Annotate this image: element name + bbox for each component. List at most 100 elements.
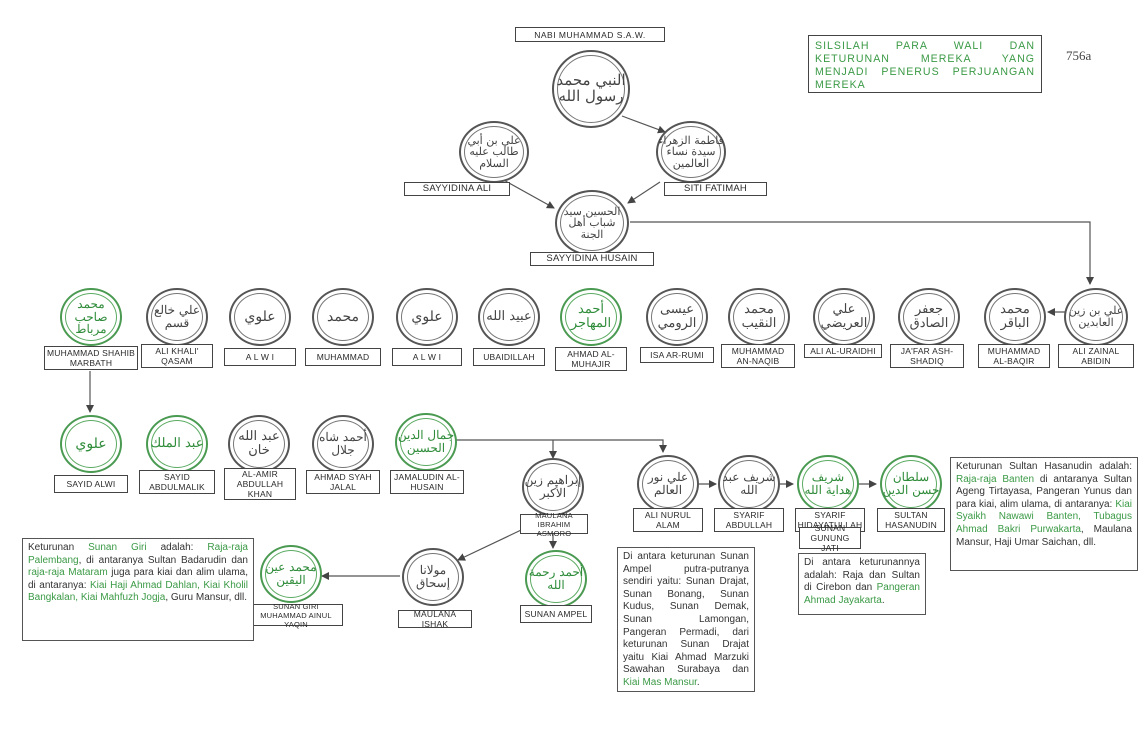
label-syarif-abdullah: SYARIF ABDULLAH — [714, 508, 784, 532]
seal-naqib-icon: محمد النقيب — [728, 288, 790, 346]
seal-text: محمد النقيب — [741, 302, 777, 331]
label-abdulmalik: SAYID ABDULMALIK — [139, 470, 215, 494]
seal-hasanudin-icon: سلطان حسن الدين — [880, 455, 942, 513]
seal-syah-jalal-icon: أحمد شاه جلال — [312, 415, 374, 473]
label-ali-nurul: ALI NURUL ALAM — [633, 508, 703, 532]
seal-text: شريف هداية الله — [804, 470, 852, 497]
seal-text: محمد الباقر — [1000, 302, 1030, 331]
seal-ishak-icon: مولانا إسحاق — [402, 548, 464, 606]
label-gunung-jati: SUNAN GUNUNG JATI — [799, 523, 861, 553]
label-ishak: MAULANA ISHAK — [398, 609, 472, 629]
label-hasanudin: SULTAN HASANUDIN — [877, 508, 945, 532]
label-muhammad: MUHAMMAD — [305, 348, 381, 366]
label-ibrahim: MAULANA IBRAHIM ASMORO — [520, 511, 588, 538]
seal-marbath-icon: محمد صاحب مرباط — [60, 288, 122, 346]
seal-text: علي العريضي — [820, 302, 868, 331]
seal-text: علوي — [244, 308, 276, 325]
seal-fatimah-icon: فاطمة الزهراء سيدة نساء العالمين — [656, 121, 726, 183]
label-jafar: JA'FAR ASH-SHADIQ — [890, 344, 964, 368]
seal-text: محمد عين اليقين — [265, 560, 317, 587]
seal-text: أحمد المهاجر — [570, 302, 612, 331]
seal-muhammad-icon: محمد — [312, 288, 374, 346]
label-ahmad-muhajir: AHMAD AL-MUHAJIR — [555, 347, 627, 371]
seal-text: فاطمة الزهراء سيدة نساء العالمين — [658, 133, 724, 170]
seal-text: جمال الدين الحسين — [397, 428, 455, 455]
note-sunan-giri: Keturunan Sunan Giri adalah: Raja-raja P… — [22, 538, 254, 641]
label-husain: SAYYIDINA HUSAIN — [530, 252, 654, 266]
label-nabi: NABI MUHAMMAD S.A.W. — [515, 27, 665, 42]
seal-alwi1-icon: علوي — [396, 288, 458, 346]
arrow-husain-zainal — [630, 221, 1094, 285]
chart-title: SILSILAH PARA WALI DAN KETURUNAN MEREKA … — [808, 35, 1042, 93]
label-abdullah-khan: AL-AMIR ABDULLAH KHAN — [224, 468, 296, 500]
label-ubaidillah: UBAIDILLAH — [473, 348, 545, 366]
seal-ali-icon: علي بن أبي طالب عليه السلام — [459, 121, 529, 183]
label-naqib: MUHAMMAD AN-NAQIB — [721, 344, 795, 368]
seal-text: علي نور العالم — [647, 470, 689, 497]
label-marbath: MUHAMMAD SHAHIB MARBATH — [44, 346, 138, 370]
seal-abdullah-khan-icon: عبد الله خان — [228, 415, 290, 473]
seal-sayid-alwi-icon: علوي — [60, 415, 122, 473]
seal-ubaidillah-icon: عبيد الله — [478, 288, 540, 346]
seal-text: عبد الملك — [150, 436, 204, 452]
seal-ampel-icon: أحمد رحمة الله — [525, 550, 587, 608]
seal-isa-icon: عيسى الرومي — [646, 288, 708, 346]
seal-ibrahim-icon: إبراهيم زين الأكبر — [522, 458, 584, 516]
label-alwi1: A L W I — [392, 348, 462, 366]
seal-text: سلطان حسن الدين — [882, 470, 940, 497]
seal-text: محمد صاحب مرباط — [74, 297, 108, 337]
seal-text: محمد — [327, 308, 359, 325]
label-isa: ISA AR-RUMI — [640, 347, 714, 363]
arrow-jamaludin-right — [453, 439, 667, 453]
seal-text: النبي محمد رسول الله — [556, 71, 626, 105]
label-fatimah: SITI FATIMAH — [664, 182, 767, 196]
seal-text: عبد الله خان — [238, 429, 280, 458]
seal-text: عبيد الله — [486, 309, 532, 325]
label-ali: SAYYIDINA ALI — [404, 182, 510, 196]
label-alwi2: A L W I — [224, 348, 296, 366]
seal-text: مولانا إسحاق — [415, 563, 451, 590]
arrow-fatimah-husain — [627, 181, 661, 204]
seal-text: الحسين سيد شباب أهل الجنة — [563, 204, 621, 241]
seal-text: علي بن أبي طالب عليه السلام — [467, 133, 521, 170]
seal-jafar-icon: جعفر الصادق — [898, 288, 960, 346]
seal-text: أحمد رحمة الله — [528, 565, 584, 592]
seal-nabi-icon: النبي محمد رسول الله — [552, 50, 630, 128]
seal-baqir-icon: محمد الباقر — [984, 288, 1046, 346]
note-sunan-ampel: Di antara keturunan Sunan Ampel putra-pu… — [617, 547, 755, 692]
seal-husain-icon: الحسين سيد شباب أهل الجنة — [555, 190, 629, 256]
label-zainal: ALI ZAINAL ABIDIN — [1058, 344, 1134, 368]
seal-text: علوي — [75, 435, 107, 452]
label-uraidhi: ALI AL-URAIDHI — [804, 344, 882, 358]
seal-giri-icon: محمد عين اليقين — [260, 545, 322, 603]
seal-uraidhi-icon: علي العريضي — [813, 288, 875, 346]
label-jamaludin: JAMALUDIN AL-HUSAIN — [390, 470, 464, 494]
seal-zainal-icon: علي بن زين العابدين — [1064, 288, 1128, 346]
page-number: 756a — [1066, 48, 1092, 63]
seal-text: علي بن زين العابدين — [1068, 304, 1124, 329]
seal-ali-khali-icon: علي خالع قسم — [146, 288, 208, 346]
seal-jamaludin-icon: جمال الدين الحسين — [395, 413, 457, 471]
seal-text: جعفر الصادق — [909, 302, 949, 331]
seal-text: عيسى الرومي — [657, 302, 697, 331]
label-sayid-alwi: SAYID ALWI — [54, 475, 128, 493]
seal-abdulmalik-icon: عبد الملك — [146, 415, 208, 473]
seal-text: إبراهيم زين الأكبر — [524, 473, 582, 500]
seal-text: شريف عبد الله — [722, 470, 776, 497]
seal-hidayatullah-icon: شريف هداية الله — [797, 455, 859, 513]
seal-text: علوي — [411, 308, 443, 325]
seal-alwi2-icon: علوي — [229, 288, 291, 346]
seal-text: علي خالع قسم — [153, 303, 201, 330]
seal-ali-nurul-icon: علي نور العالم — [637, 455, 699, 513]
note-gunung-jati: Di antara keturunannya adalah: Raja dan … — [798, 553, 926, 615]
label-ali-khali: ALI KHALI' QASAM — [141, 344, 213, 368]
label-syah-jalal: AHMAD SYAH JALAL — [306, 470, 380, 494]
arrow-nabi-fatimah — [621, 115, 666, 134]
label-ampel: SUNAN AMPEL — [520, 605, 592, 623]
label-giri: SUNAN GIRI MUHAMMAD AINUL YAQIN — [249, 602, 343, 629]
label-baqir: MUHAMMAD AL-BAQIR — [978, 344, 1050, 368]
seal-syarif-abdullah-icon: شريف عبد الله — [718, 455, 780, 513]
note-sultan-hasanudin: Keturunan Sultan Hasanudin adalah: Raja-… — [950, 457, 1138, 571]
seal-text: أحمد شاه جلال — [319, 430, 367, 457]
